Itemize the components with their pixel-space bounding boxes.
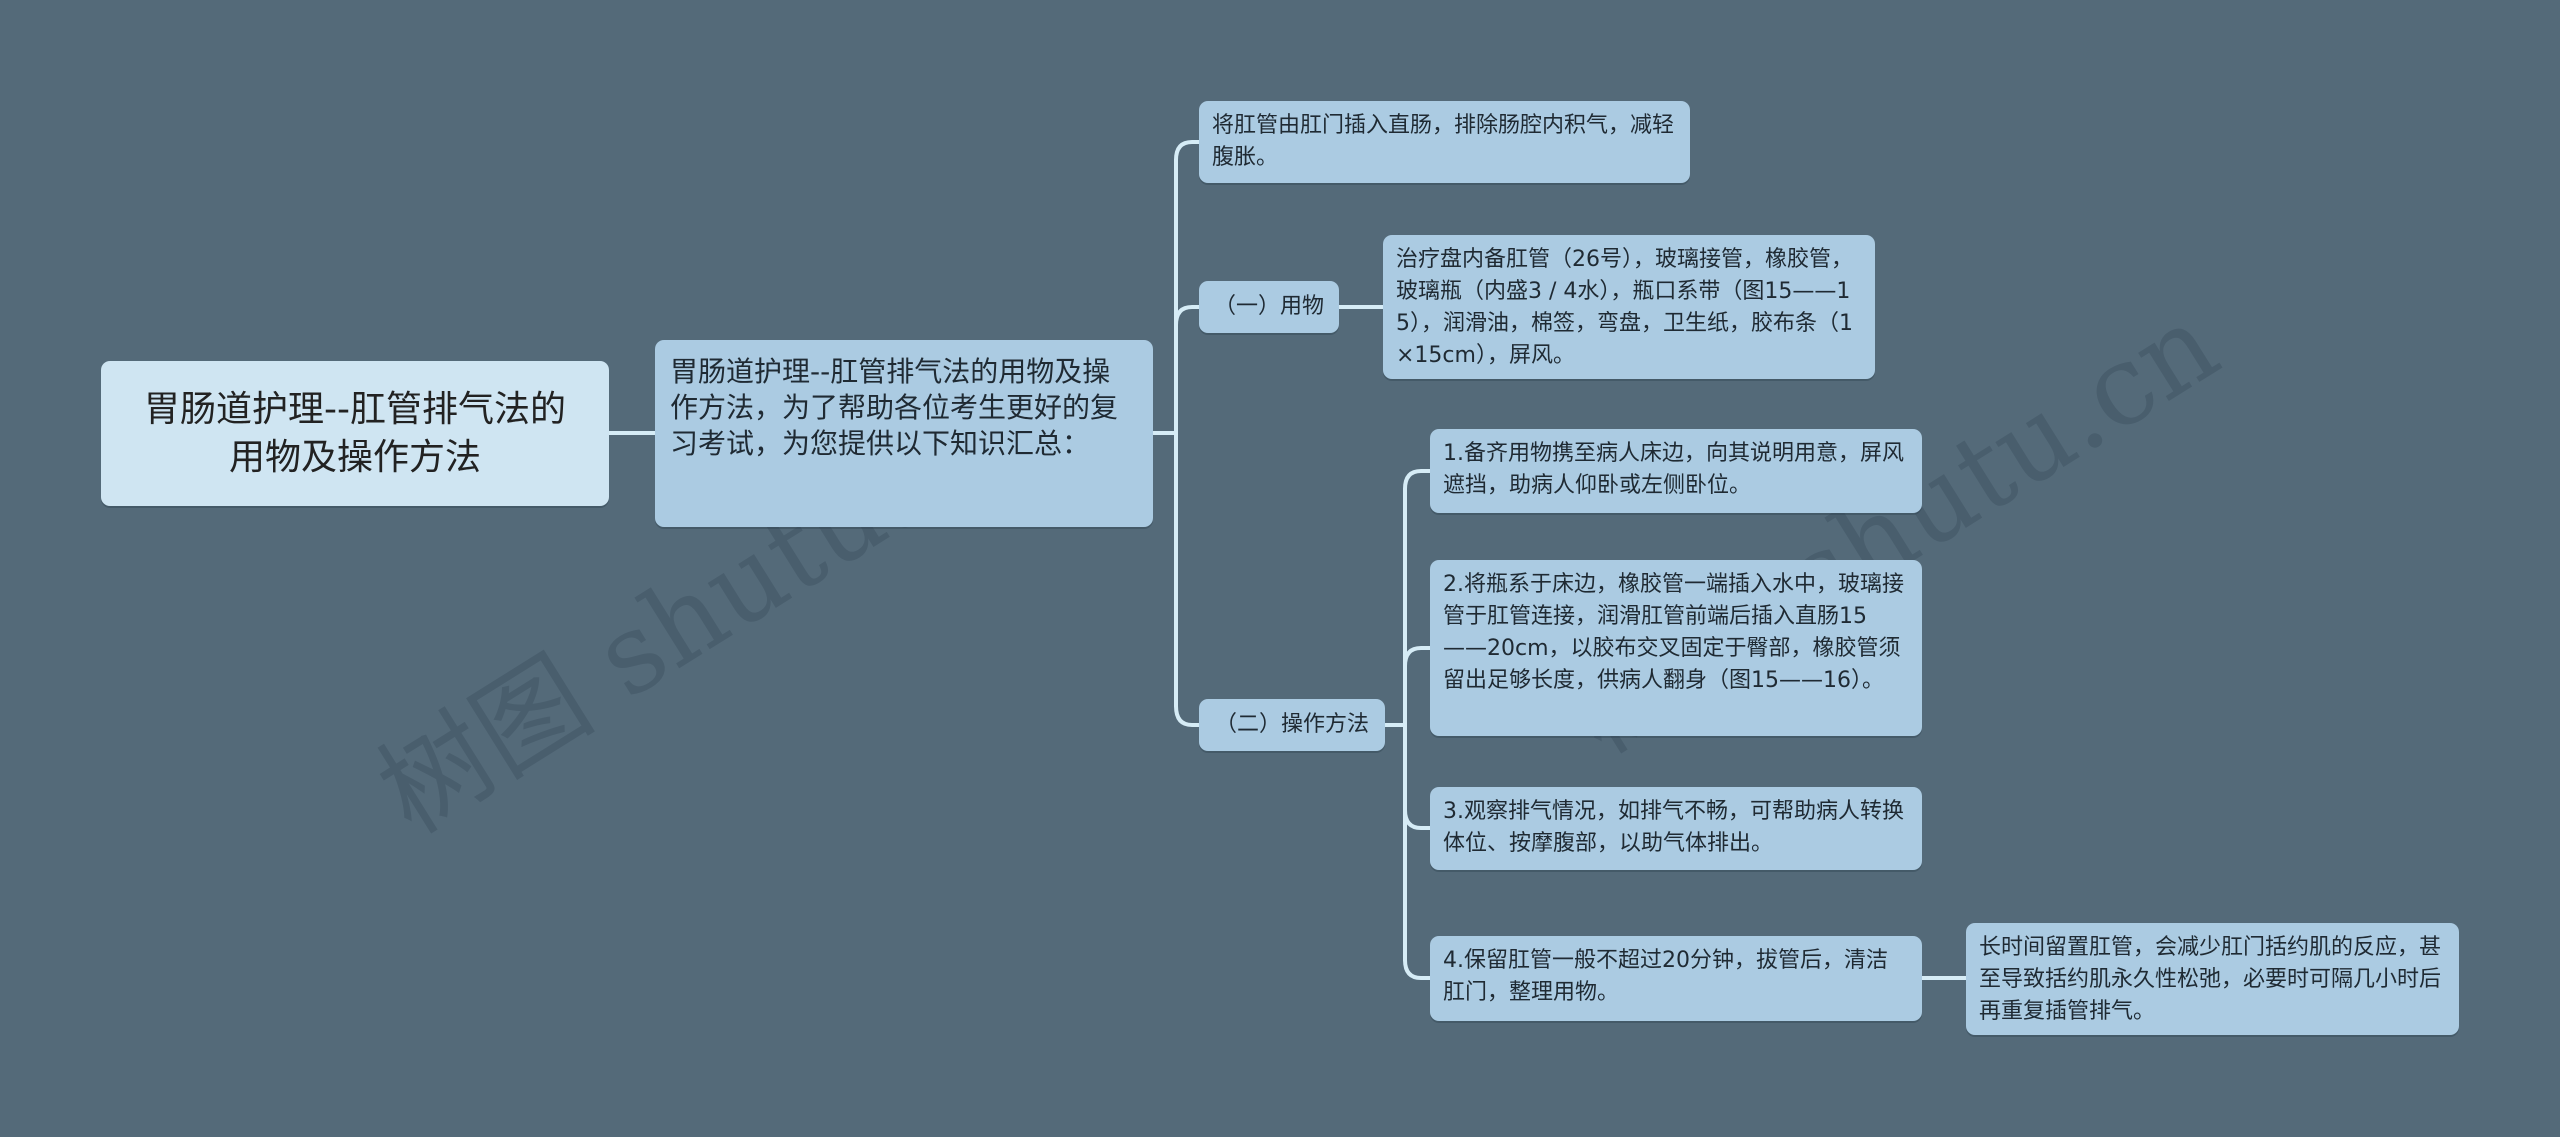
procedure-step-2-label: 2.将瓶系于床边，橡胶管一端插入水中，玻璃接管于肛管连接，润滑肛管前端后插入直肠… [1443, 572, 1904, 693]
purpose-node[interactable]: 将肛管由肛门插入直肠，排除肠腔内积气，减轻腹胀。 [1199, 101, 1690, 183]
procedure-step-2-node[interactable]: 2.将瓶系于床边，橡胶管一端插入水中，玻璃接管于肛管连接，润滑肛管前端后插入直肠… [1430, 560, 1922, 736]
summary-node[interactable]: 胃肠道护理--肛管排气法的用物及操作方法，为了帮助各位考生更好的复习考试，为您提… [655, 340, 1153, 527]
procedure-step-4-note-label: 长时间留置肛管，会减少肛门括约肌的反应，甚至导致括约肌永久性松弛，必要时可隔几小… [1979, 935, 2442, 1024]
procedure-branch-label: （二）操作方法 [1214, 712, 1369, 737]
procedure-step-4-note-node[interactable]: 长时间留置肛管，会减少肛门括约肌的反应，甚至导致括约肌永久性松弛，必要时可隔几小… [1966, 923, 2459, 1035]
root-topic-node[interactable]: 胃肠道护理--肛管排气法的用物及操作方法 [101, 361, 609, 506]
supplies-branch-node[interactable]: （一）用物 [1199, 281, 1339, 333]
procedure-step-1-node[interactable]: 1.备齐用物携至病人床边，向其说明用意，屏风遮挡，助病人仰卧或左侧卧位。 [1430, 429, 1922, 513]
supplies-detail-node[interactable]: 治疗盘内备肛管（26号），玻璃接管，橡胶管，玻璃瓶（内盛3 / 4水），瓶口系带… [1383, 235, 1875, 379]
procedure-step-3-node[interactable]: 3.观察排气情况，如排气不畅，可帮助病人转换体位、按摩腹部，以助气体排出。 [1430, 787, 1922, 870]
purpose-label: 将肛管由肛门插入直肠，排除肠腔内积气，减轻腹胀。 [1212, 113, 1675, 170]
procedure-step-4-label: 4.保留肛管一般不超过20分钟，拔管后，清洁肛门，整理用物。 [1443, 948, 1888, 1005]
summary-label: 胃肠道护理--肛管排气法的用物及操作方法，为了帮助各位考生更好的复习考试，为您提… [670, 355, 1119, 460]
supplies-detail-label: 治疗盘内备肛管（26号），玻璃接管，橡胶管，玻璃瓶（内盛3 / 4水），瓶口系带… [1396, 247, 1853, 368]
root-topic-label: 胃肠道护理--肛管排气法的用物及操作方法 [144, 388, 566, 478]
procedure-step-4-node[interactable]: 4.保留肛管一般不超过20分钟，拔管后，清洁肛门，整理用物。 [1430, 936, 1922, 1021]
supplies-branch-label: （一）用物 [1213, 294, 1324, 319]
procedure-step-1-label: 1.备齐用物携至病人床边，向其说明用意，屏风遮挡，助病人仰卧或左侧卧位。 [1443, 441, 1904, 498]
procedure-branch-node[interactable]: （二）操作方法 [1199, 699, 1385, 751]
procedure-step-3-label: 3.观察排气情况，如排气不畅，可帮助病人转换体位、按摩腹部，以助气体排出。 [1443, 799, 1904, 856]
